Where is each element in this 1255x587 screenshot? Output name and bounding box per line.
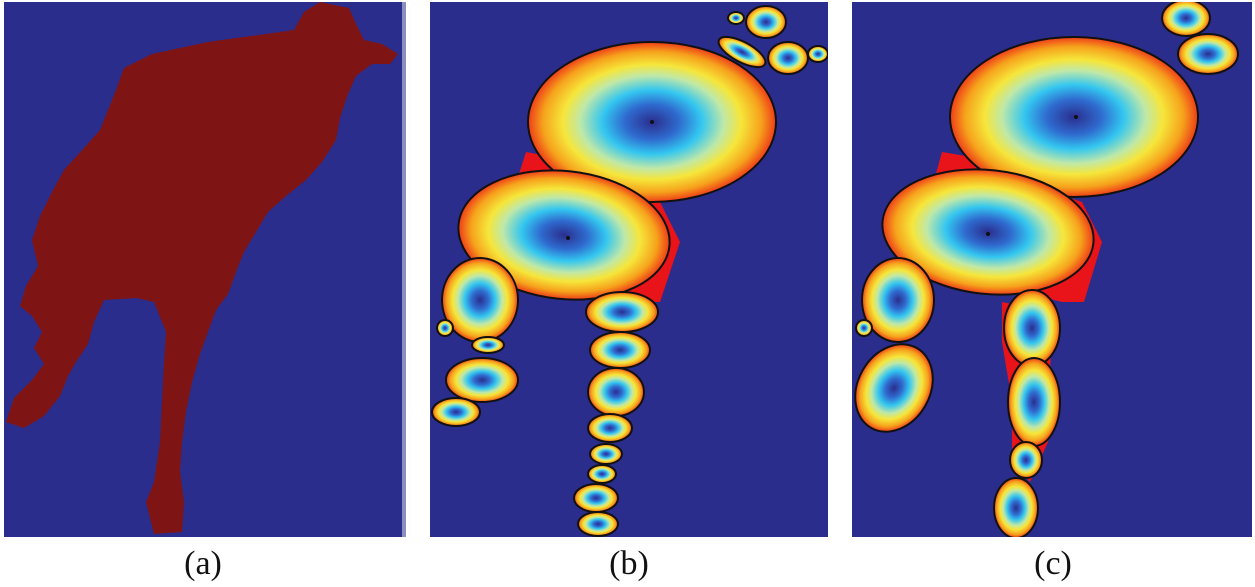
ellipse-left-knee-small <box>855 319 873 337</box>
ellipse-head-2 <box>1177 33 1239 75</box>
ellipse-fit-svg-c <box>854 2 1239 537</box>
ellipse-head-2 <box>727 11 745 25</box>
panel-c-ellipse-fit-image <box>852 2 1252 537</box>
ellipse-head-5 <box>807 45 828 63</box>
ellipse-left-knee-small <box>436 319 454 337</box>
ellipse-left-shin <box>445 357 519 403</box>
ellipse-right-thigh <box>1003 289 1061 367</box>
caption-a: (a) <box>184 545 222 582</box>
panel-b-ellipse-fit-image <box>430 2 828 537</box>
ellipse-head-1 <box>745 5 787 39</box>
ellipse-right-leg-1 <box>585 291 659 333</box>
caption-c: (c) <box>1034 545 1072 582</box>
ellipse-head-1 <box>1161 2 1211 37</box>
center-dot <box>986 232 990 236</box>
center-dot <box>1074 115 1078 119</box>
caption-b: (b) <box>609 545 649 582</box>
ellipse-right-leg-6 <box>587 464 617 484</box>
ellipse-left-shin <box>854 343 934 433</box>
ellipse-right-leg-7 <box>573 483 619 513</box>
ellipse-right-leg-8 <box>577 511 619 537</box>
ellipse-right-ankle <box>1009 441 1043 479</box>
ellipse-torso-lower <box>457 169 671 301</box>
ellipse-fit-svg-b <box>431 5 828 537</box>
ellipse-right-foot <box>993 477 1039 537</box>
panel-a-silhouette-image <box>4 2 406 537</box>
ellipse-head-3 <box>717 35 767 69</box>
center-dot <box>566 236 570 240</box>
ellipse-left-knee <box>471 336 505 354</box>
ellipse-right-shin <box>1007 357 1061 447</box>
ellipse-left-foot <box>431 397 481 427</box>
ellipse-right-leg-5 <box>589 443 623 465</box>
ellipse-right-leg-2 <box>589 331 651 369</box>
ellipse-left-thigh <box>861 257 935 343</box>
ellipse-right-leg-3 <box>587 367 645 417</box>
human-silhouette <box>6 2 398 534</box>
center-dot <box>650 120 654 124</box>
silhouette-svg <box>6 2 398 534</box>
ellipse-right-leg-4 <box>587 413 633 443</box>
ellipse-head-4 <box>767 41 809 75</box>
